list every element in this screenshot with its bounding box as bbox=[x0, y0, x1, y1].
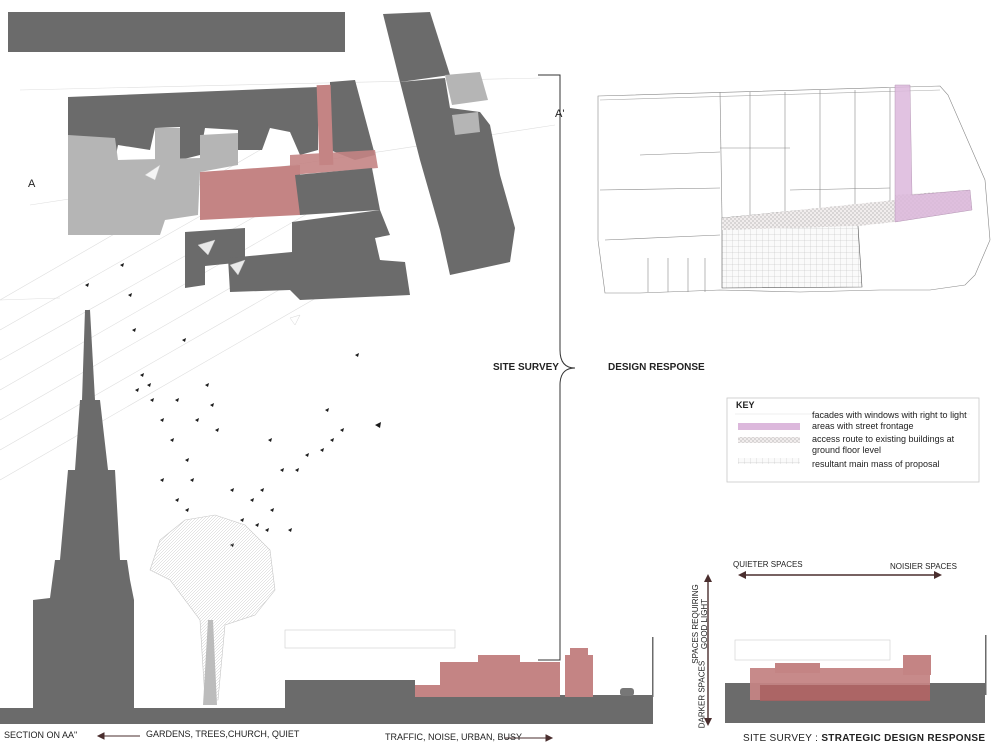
traffic-label: TRAFFIC, NOISE, URBAN, BUSY bbox=[385, 732, 523, 742]
site-survey-label: SITE SURVEY bbox=[493, 362, 559, 373]
key-swatch-grid bbox=[738, 458, 800, 464]
design-plan bbox=[597, 85, 991, 294]
footer-bold: STRATEGIC DESIGN RESPONSE bbox=[821, 733, 986, 744]
section-marker-a: A bbox=[28, 178, 36, 190]
footer-prefix: SITE SURVEY : bbox=[743, 733, 819, 744]
quieter-spaces-label: QUIETER SPACES bbox=[733, 560, 803, 569]
section-marker-a-prime: A' bbox=[555, 108, 565, 120]
birds bbox=[85, 263, 381, 547]
key-title: KEY bbox=[736, 400, 755, 410]
good-light-label: SPACES REQUIRING GOOD LIGHT bbox=[691, 584, 709, 664]
footer-title: SITE SURVEY : STRATEGIC DESIGN RESPONSE bbox=[743, 733, 985, 744]
key-item-facades: facades with windows with right to light… bbox=[812, 410, 967, 431]
darker-spaces-label: DARKER SPACES bbox=[697, 660, 707, 729]
bracket bbox=[538, 74, 576, 661]
gardens-label: GARDENS, TREES,CHURCH, QUIET bbox=[146, 729, 300, 739]
noisier-spaces-label: NOISIER SPACES bbox=[890, 562, 957, 571]
site-plan bbox=[0, 12, 556, 481]
strategy-section bbox=[704, 571, 987, 726]
bottom-arrows bbox=[96, 732, 554, 742]
street-section bbox=[284, 629, 654, 708]
church-silhouette bbox=[33, 310, 134, 708]
design-response-label: DESIGN RESPONSE bbox=[608, 362, 705, 373]
key-item-access: access route to existing buildings at gr… bbox=[812, 434, 955, 455]
key-item-mass: resultant main mass of proposal bbox=[812, 459, 940, 469]
key-swatch-dotted bbox=[738, 437, 800, 443]
key-box bbox=[726, 397, 980, 483]
section-title: SECTION ON AA" bbox=[4, 730, 78, 740]
tree bbox=[149, 514, 276, 705]
key-swatch-pink bbox=[738, 423, 800, 430]
